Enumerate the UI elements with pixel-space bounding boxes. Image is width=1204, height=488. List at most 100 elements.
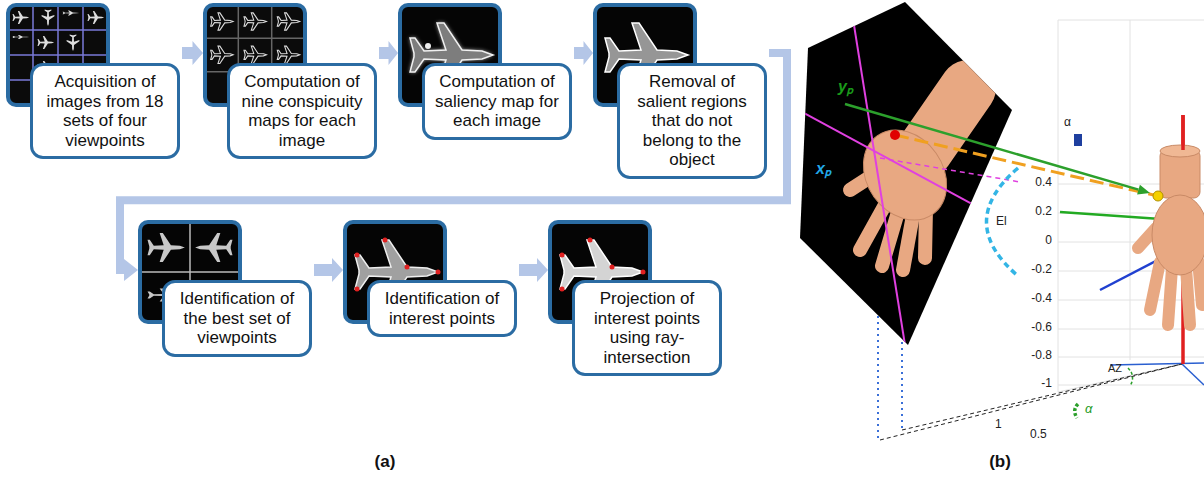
process-step: Acquisition of images from 18 sets of fo… — [8, 5, 180, 159]
flow-arrow-shape — [379, 41, 398, 65]
thumbnail-image — [244, 13, 266, 30]
plot-label: -1 — [1041, 377, 1052, 391]
plot-grid — [1058, 385, 1204, 386]
flow-arrow — [519, 258, 548, 282]
plot-label: -0.4 — [1031, 292, 1052, 306]
step-text-box: Removal of salient regions that do not b… — [617, 63, 767, 179]
thumbnail-image — [88, 11, 105, 24]
thumbnail-image — [67, 35, 80, 52]
hand-model — [1152, 195, 1204, 275]
ray-lines — [895, 135, 1158, 196]
process-step: Removal of salient regions that do not b… — [595, 5, 767, 179]
thumbnail-image — [560, 287, 565, 292]
thumbnail-image — [42, 10, 55, 27]
thumbnail-image — [277, 13, 299, 30]
image-plane — [846, 88, 968, 270]
plot-label: El — [996, 215, 1007, 229]
step-text: Removal of salient regions that do not b… — [625, 72, 759, 170]
plot-label: 0.4 — [1035, 176, 1052, 190]
step-text-box: Identification of the best set of viewpo… — [162, 280, 312, 357]
flow-arrow-shape — [519, 258, 548, 282]
step-text-box: Projection of interest points using ray-… — [572, 280, 722, 376]
ray-lines — [890, 130, 900, 140]
ray-lines — [845, 104, 1139, 190]
thumbnail-image — [641, 270, 646, 275]
hand-model — [1150, 262, 1160, 310]
plot-grid — [1058, 20, 1204, 21]
plot-grid — [1058, 20, 1059, 392]
projection-lines — [1128, 368, 1133, 386]
thumbnail-image — [436, 270, 441, 275]
step-text: Computation of saliency map for each ima… — [430, 72, 564, 131]
plot-label: xₚ — [816, 160, 831, 178]
plot-label: -0.8 — [1031, 349, 1052, 363]
step-text: Identification of interest points — [375, 289, 509, 328]
floor-axes — [1110, 363, 1204, 385]
projection-lines — [1075, 404, 1078, 418]
step-text-box: Computation of nine conspicuity maps for… — [227, 63, 377, 159]
thumbnail-image — [405, 265, 410, 270]
hand-model — [1138, 145, 1204, 325]
step-text: Projection of interest points using ray-… — [580, 289, 714, 367]
hand-model — [1160, 145, 1200, 157]
flow-arrow-shape — [182, 41, 203, 65]
step-text: Acquisition of images from 18 sets of fo… — [38, 72, 172, 150]
floor-axes — [1182, 364, 1204, 385]
hand-model — [1168, 268, 1172, 325]
plot-label: -0.2 — [1031, 263, 1052, 277]
thumbnail-image — [610, 265, 615, 270]
flow-arrow — [379, 41, 398, 65]
hand-model — [1186, 268, 1190, 325]
plot-label: (b) — [989, 452, 1011, 472]
image-plane — [925, 88, 968, 150]
thumbnail-image — [195, 233, 232, 262]
flow-arrow-shape — [314, 258, 343, 282]
thumbnail-image — [588, 238, 593, 243]
ray-lines — [1153, 191, 1163, 201]
image-plane — [780, 0, 1020, 345]
ray-lines — [1074, 134, 1082, 146]
thumbnail-image — [560, 253, 565, 258]
thumbnail-image — [148, 233, 185, 262]
thumbnail-image — [63, 10, 80, 15]
thumbnail-image — [211, 46, 233, 63]
thumbnail-image — [13, 11, 30, 24]
thumbnail-image — [8, 54, 108, 56]
flow-arrow — [314, 258, 343, 282]
flow-arrow — [120, 53, 787, 281]
thumbnail-image — [425, 43, 431, 49]
thumbnail-image — [211, 13, 233, 30]
plot-label: 1 — [995, 418, 1002, 432]
image-plane — [903, 215, 913, 270]
ray-lines — [845, 104, 1163, 276]
thumbnail-image — [8, 29, 108, 31]
image-plane — [860, 205, 885, 250]
plot-label: 0.5 — [1030, 428, 1047, 442]
ray-lines — [1137, 185, 1150, 195]
ray-lines — [880, 158, 1020, 182]
thumbnail-image — [244, 46, 266, 63]
thumbnail-image — [205, 38, 305, 40]
plot-label: (a) — [375, 452, 396, 472]
projection-lines — [902, 364, 1182, 430]
plot-label: AZ — [1108, 362, 1122, 375]
plot-label: α — [1085, 402, 1092, 417]
floor-axes — [1110, 363, 1204, 365]
arrow-head — [124, 259, 138, 281]
thumbnail-image — [383, 238, 388, 243]
plot-label: 0 — [1045, 234, 1052, 248]
plot-label: yₚ — [838, 78, 853, 96]
step-text: Computation of nine conspicuity maps for… — [235, 72, 369, 150]
flow-arrow-line — [120, 53, 787, 270]
flow-arrow — [182, 41, 203, 65]
thumbnail-image — [355, 253, 360, 258]
hand-model — [1198, 260, 1202, 305]
thumbnail-image — [211, 13, 300, 64]
step-text-box: Acquisition of images from 18 sets of fo… — [30, 63, 180, 159]
axis-segment — [1181, 115, 1185, 150]
thumbnail-image — [355, 287, 360, 292]
thumbnail-image — [277, 46, 299, 63]
flow-arrow-shape — [574, 41, 593, 65]
